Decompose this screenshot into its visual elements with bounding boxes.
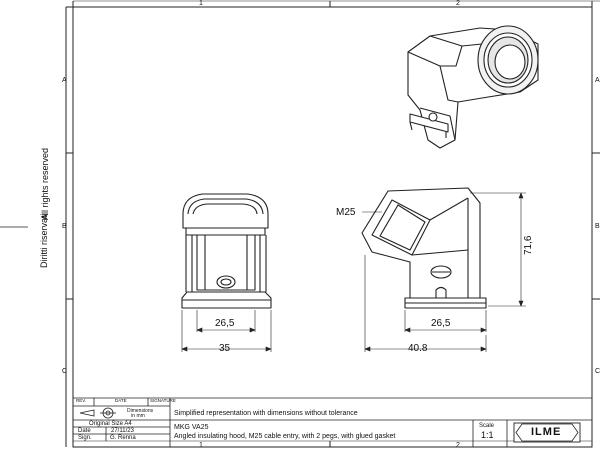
ilme-logo — [513, 422, 581, 443]
original-size: Original Size A4 — [89, 421, 132, 427]
column-label-2: 2 — [456, 0, 460, 7]
column-label-1-bottom: 1 — [199, 442, 203, 449]
front-dim-outer: 35 — [219, 343, 231, 354]
side-dim-outer: 40.8 — [408, 343, 428, 354]
row-label-b: B — [62, 223, 67, 230]
row-label-b-right: B — [595, 223, 600, 230]
rev-header-date: DATE — [115, 398, 127, 403]
ilme-logo-text: ILME — [531, 426, 562, 438]
column-label-2-bottom: 2 — [456, 442, 460, 449]
front-dimension-lines — [181, 310, 272, 352]
date-value: 27/11/23 — [111, 428, 134, 434]
side-view — [361, 187, 487, 309]
part-code: MKG VA25 — [174, 424, 209, 431]
side-dim-inner: 26,5 — [431, 318, 451, 329]
side-dim-height: 71,6 — [523, 235, 534, 255]
scale-value: 1:1 — [481, 430, 494, 440]
row-label-c: C — [62, 368, 68, 375]
rev-header-signature: SIGNATURE — [150, 398, 176, 403]
row-label-c-right: C — [595, 368, 600, 375]
rev-header-rev: REV. — [76, 398, 87, 403]
sign-value: G. Renna — [110, 435, 136, 441]
sign-label: Sign. — [78, 435, 92, 441]
projection-symbol — [79, 407, 116, 419]
side-dimension-lines — [362, 192, 526, 352]
row-label-a: A — [62, 77, 67, 84]
date-label: Date — [78, 428, 91, 434]
rights-reserved-italian: Diritti riservati — [39, 213, 49, 268]
rights-reserved-english: All rights reserved — [40, 147, 50, 220]
part-description: Angled insulating hood, M25 cable entry,… — [174, 433, 396, 440]
front-view — [181, 193, 272, 309]
front-dim-inner: 26,5 — [215, 318, 235, 329]
side-thread-label: M25 — [336, 207, 356, 218]
scale-label: Scale — [479, 423, 495, 429]
projection-note: Dimensions in mm — [127, 408, 154, 419]
isometric-view — [407, 25, 539, 149]
row-label-a-right: A — [595, 77, 600, 84]
title-block-grid — [73, 397, 592, 447]
column-label-1: 1 — [199, 0, 203, 7]
drawing-note: Simplified representation with dimension… — [174, 410, 358, 417]
